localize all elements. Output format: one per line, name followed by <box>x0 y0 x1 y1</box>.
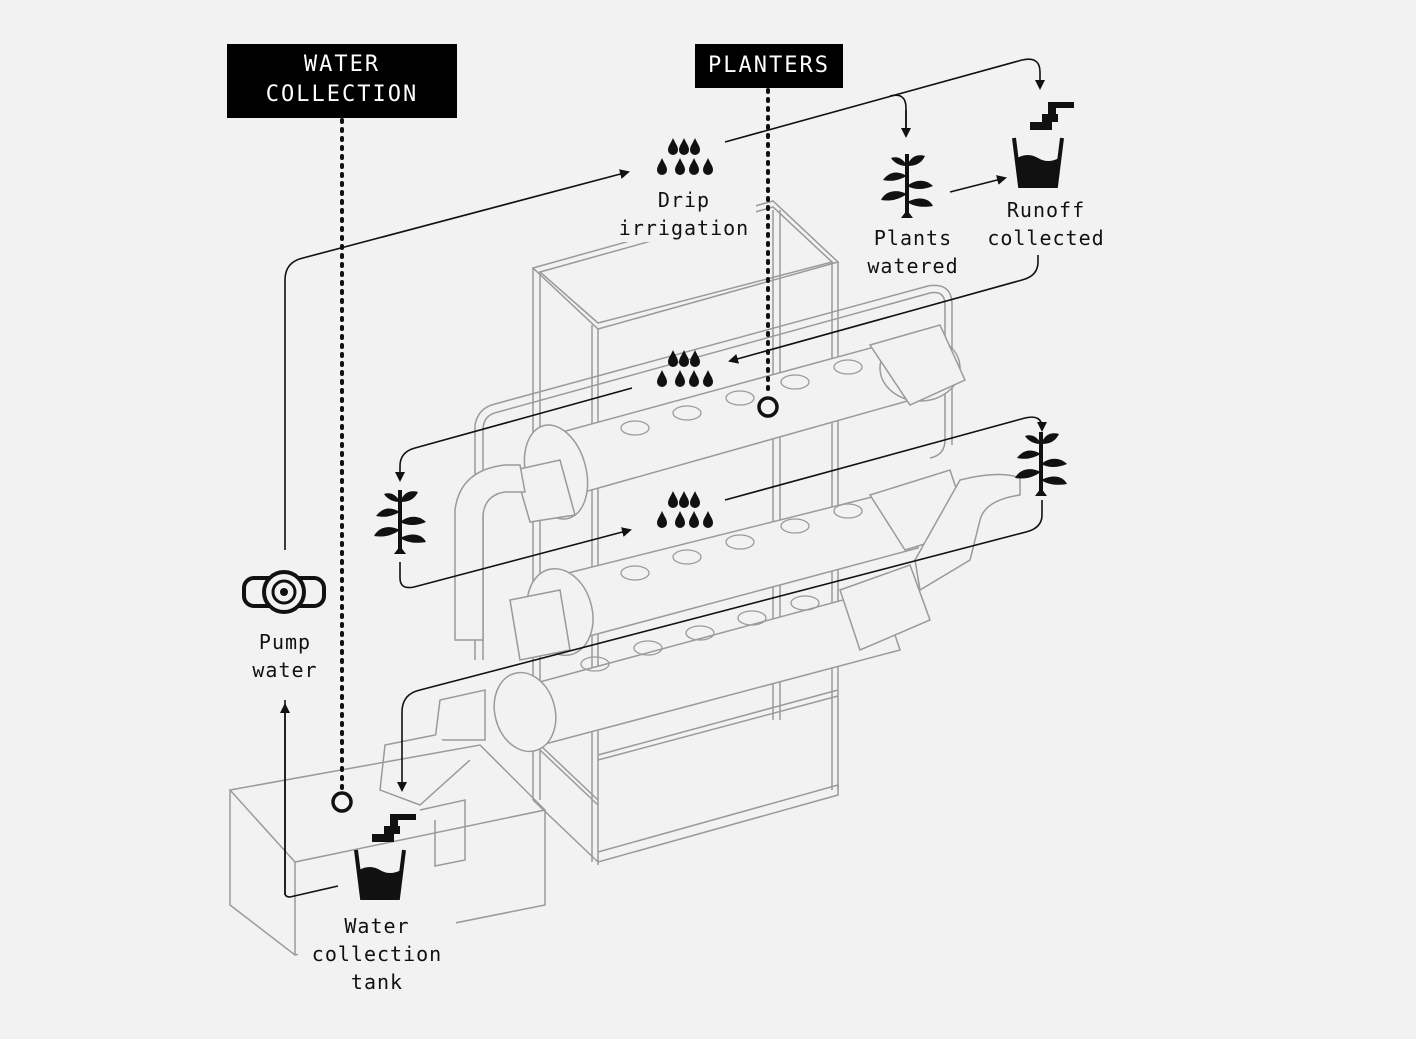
pipe-holes <box>580 359 863 672</box>
tank-label-line-1: Water <box>344 914 410 938</box>
pump-water-line-1: Pump <box>258 630 312 654</box>
water-drops-icon <box>657 138 713 175</box>
plants-watered-line-1: Plants <box>873 226 953 250</box>
plant-icon <box>1013 430 1069 498</box>
collection-tank-structure <box>228 744 547 956</box>
marker-circle-icon <box>331 791 353 813</box>
tank-label-line-2: collection <box>311 942 443 966</box>
water-collection-tank-label: Water collection tank <box>298 912 456 996</box>
water-drops-icon <box>657 491 713 528</box>
tank-label-line-3: tank <box>350 970 404 994</box>
pump-water-line-2: water <box>252 658 318 682</box>
runoff-collected-line-1: Runoff <box>1006 198 1086 222</box>
plants-watered-label: Plants watered <box>858 224 968 280</box>
water-collection-tag: WATER COLLECTION <box>227 44 457 118</box>
pump-icon <box>242 570 326 614</box>
water-collection-tag-line-2: COLLECTION <box>265 82 419 107</box>
plants-watered-line-2: watered <box>867 254 959 278</box>
plant-icon <box>879 152 935 220</box>
dotted-leaders <box>340 88 770 792</box>
faucet-bucket-icon <box>1012 100 1076 188</box>
faucet-bucket-icon <box>354 812 418 900</box>
planters-tag: PLANTERS <box>695 44 843 88</box>
drip-irrigation-line-1: Drip <box>657 188 711 212</box>
runoff-collected-label: Runoff collected <box>978 196 1114 252</box>
flow-arrows <box>280 58 1047 898</box>
pump-water-label: Pump water <box>240 628 330 684</box>
water-collection-tag-line-1: WATER <box>303 52 381 77</box>
plant-icon <box>372 488 428 556</box>
marker-circle-icon <box>757 396 779 418</box>
drip-irrigation-label: Drip irrigation <box>612 186 756 242</box>
planter-pipes <box>379 324 1021 806</box>
drip-irrigation-line-2: irrigation <box>618 216 750 240</box>
runoff-collected-line-2: collected <box>987 226 1105 250</box>
